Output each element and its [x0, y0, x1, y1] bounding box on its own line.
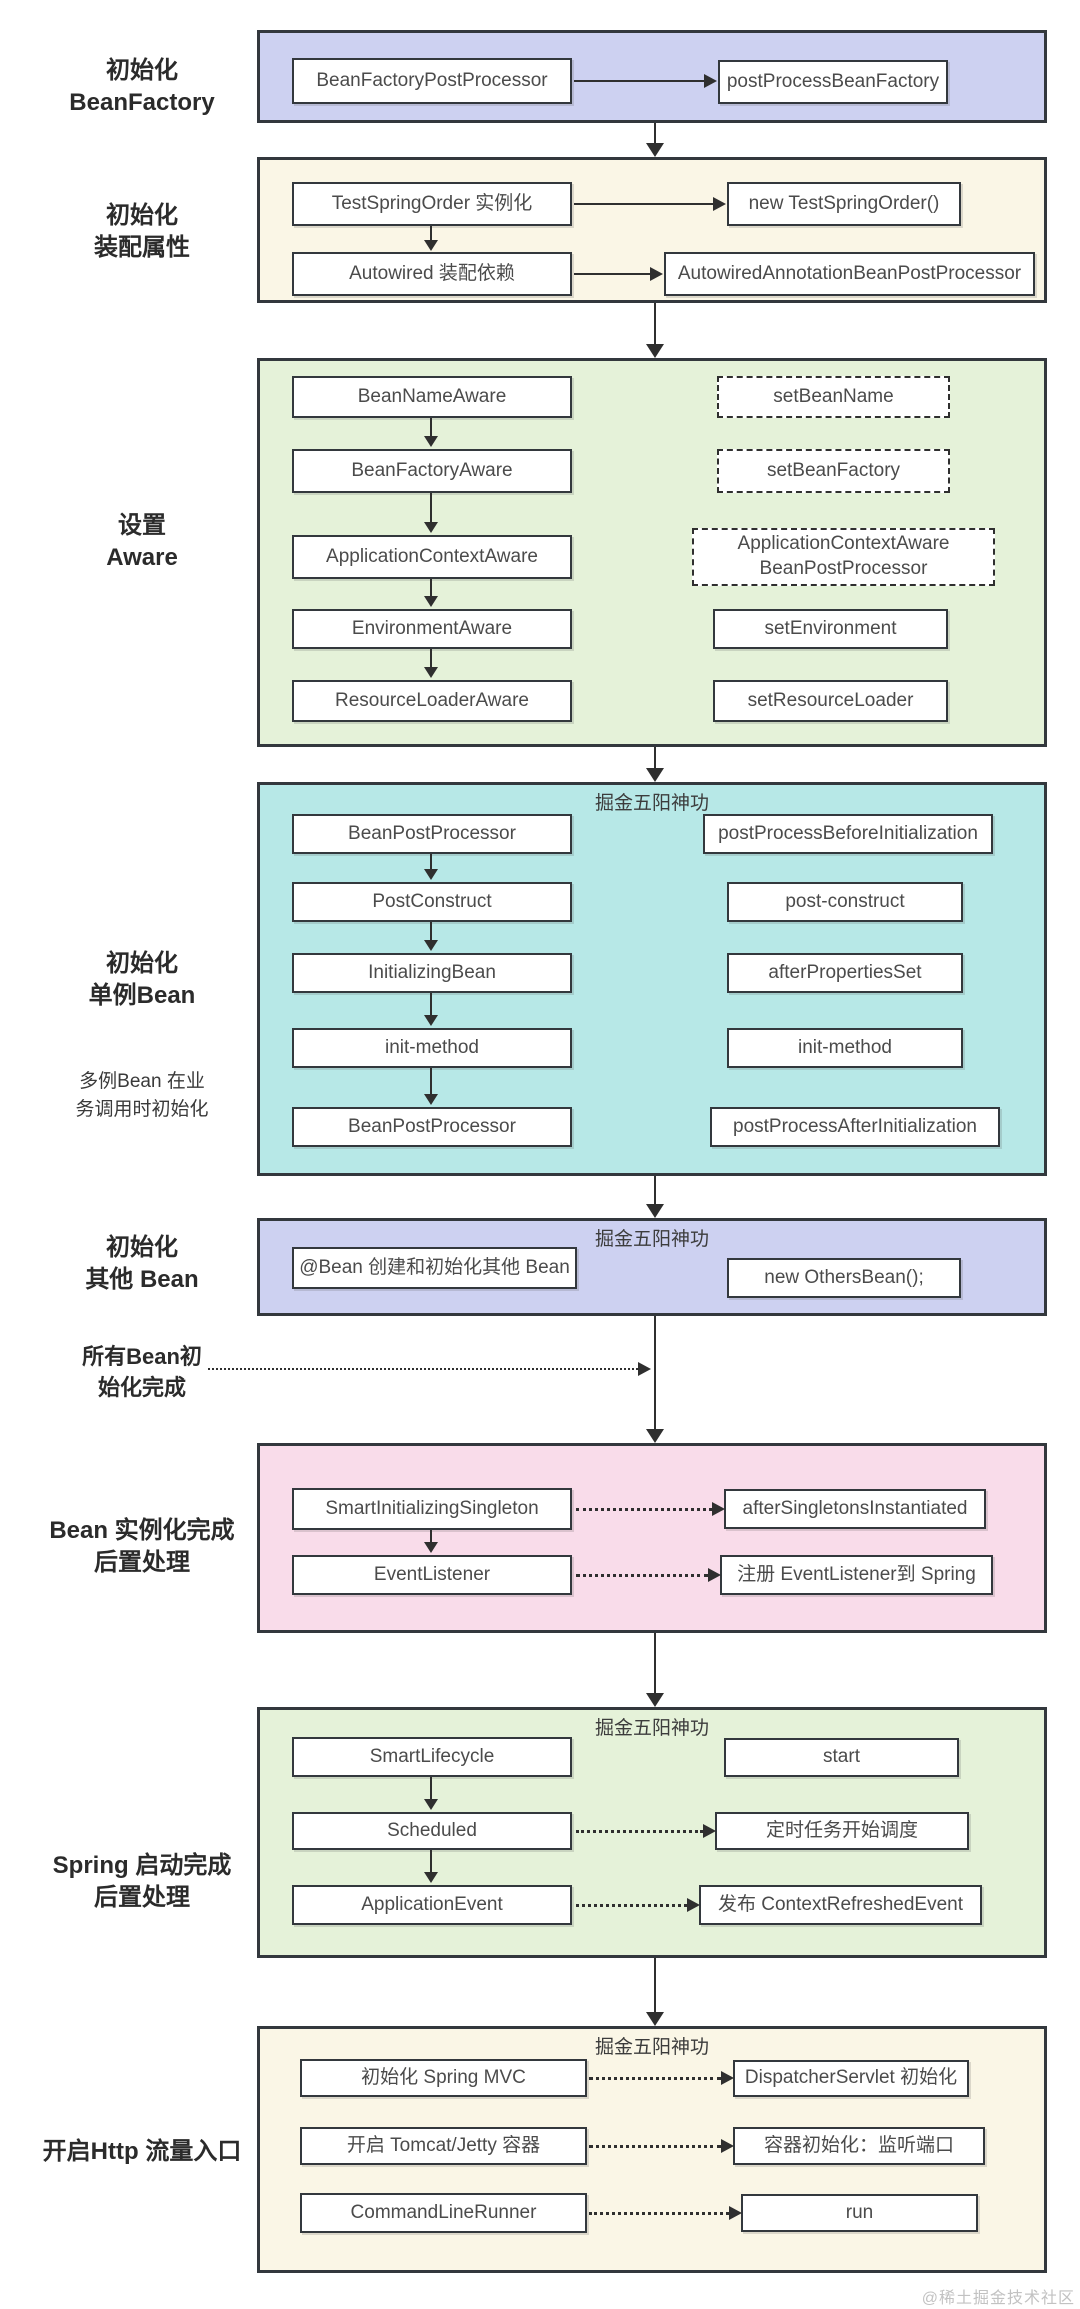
flow-node: BeanPostProcessor	[292, 1107, 572, 1147]
down-arrow	[424, 226, 438, 251]
flow-node: BeanFactoryPostProcessor	[292, 58, 572, 104]
flow-node: setBeanFactory	[717, 449, 950, 493]
right-arrow	[574, 197, 726, 211]
flow-node: postProcessBeanFactory	[718, 60, 948, 104]
section-post-instantiation	[257, 1443, 1047, 1633]
down-arrow	[646, 747, 664, 782]
flow-node: 容器初始化：监听端口	[733, 2127, 985, 2165]
right-arrow	[574, 74, 717, 88]
flow-node: start	[724, 1738, 959, 1777]
down-arrow	[646, 1176, 664, 1218]
flow-node: AutowiredAnnotationBeanPostProcessor	[664, 252, 1035, 296]
down-arrow	[424, 1068, 438, 1105]
flow-node: Autowired 装配依赖	[292, 252, 572, 296]
flow-node: SmartInitializingSingleton	[292, 1488, 572, 1530]
section-badge-title: 掘金五阳神功	[594, 1718, 709, 1739]
down-arrow	[646, 1633, 664, 1707]
flow-node: post-construct	[727, 882, 963, 922]
right-arrow-dotted	[589, 2071, 734, 2085]
section-badge-title: 掘金五阳神功	[594, 1229, 709, 1250]
flow-node: 初始化 Spring MVC	[300, 2059, 587, 2097]
flow-node: afterPropertiesSet	[727, 953, 963, 993]
right-arrow-dotted	[576, 1824, 716, 1838]
flow-node: BeanPostProcessor	[292, 814, 572, 854]
right-arrow-dotted	[576, 1568, 721, 1582]
flow-node: Scheduled	[292, 1812, 572, 1850]
right-arrow	[574, 267, 663, 281]
flow-node: TestSpringOrder 实例化	[292, 182, 572, 226]
flow-node: EnvironmentAware	[292, 609, 572, 649]
side-label-wire-properties: 初始化 装配属性	[94, 202, 190, 261]
flow-node: init-method	[292, 1028, 572, 1068]
down-arrow	[424, 1777, 438, 1810]
flow-node: DispatcherServlet 初始化	[733, 2060, 969, 2097]
down-arrow	[424, 579, 438, 607]
down-arrow	[646, 1958, 664, 2026]
flow-node: BeanNameAware	[292, 376, 572, 418]
down-arrow	[424, 993, 438, 1026]
section-badge-title: 掘金五阳神功	[594, 2037, 709, 2058]
flow-node: setResourceLoader	[713, 680, 948, 722]
flow-node: run	[741, 2194, 978, 2232]
flow-node: ApplicationContextAware	[292, 535, 572, 579]
section-badge-title: 掘金五阳神功	[594, 793, 709, 814]
flow-node: @Bean 创建和初始化其他 Bean	[292, 1247, 577, 1289]
flow-node: postProcessAfterInitialization	[710, 1107, 1000, 1147]
flow-node: PostConstruct	[292, 882, 572, 922]
right-arrow-dotted	[589, 2206, 742, 2220]
flow-node: InitializingBean	[292, 953, 572, 993]
down-arrow	[424, 1850, 438, 1883]
down-arrow	[646, 1316, 664, 1443]
down-arrow	[424, 418, 438, 447]
flow-node: setEnvironment	[713, 609, 948, 649]
flow-node: CommandLineRunner	[300, 2193, 587, 2233]
right-arrow-dotted	[576, 1898, 700, 1912]
down-arrow	[424, 1530, 438, 1553]
flow-node: postProcessBeforeInitialization	[703, 814, 993, 854]
flow-node: 开启 Tomcat/Jetty 容器	[300, 2127, 587, 2165]
side-label-init-other-beans: 初始化 其他 Bean	[85, 1234, 199, 1293]
flow-node: SmartLifecycle	[292, 1737, 572, 1777]
side-note-prototype-bean: 多例Bean 在业 务调用时初始化	[75, 1071, 209, 1120]
side-label-set-aware: 设置 Aware	[106, 512, 178, 571]
flow-node: EventListener	[292, 1555, 572, 1595]
down-arrow	[424, 922, 438, 951]
side-label-http-entry: 开启Http 流量入口	[42, 2138, 242, 2165]
flow-node: 发布 ContextRefreshedEvent	[699, 1885, 982, 1925]
flow-node: 注册 EventListener到 Spring	[720, 1555, 993, 1595]
flow-node: ApplicationEvent	[292, 1885, 572, 1925]
right-arrow-dotted	[589, 2139, 734, 2153]
watermark: @稀土掘金技术社区	[921, 2290, 1075, 2307]
flow-node: new TestSpringOrder()	[727, 182, 961, 226]
right-arrow-dotted	[576, 1502, 725, 1516]
down-arrow	[646, 123, 664, 157]
side-label-init-singleton-bean: 初始化 单例Bean	[88, 950, 196, 1009]
flow-node: 定时任务开始调度	[715, 1812, 969, 1850]
side-label-post-startup: Spring 启动完成 后置处理	[52, 1852, 232, 1911]
down-arrow	[424, 649, 438, 678]
flow-node: setBeanName	[717, 376, 950, 418]
flow-node: ApplicationContextAware BeanPostProcesso…	[692, 528, 995, 586]
flow-node: afterSingletonsInstantiated	[724, 1489, 986, 1529]
flow-node: BeanFactoryAware	[292, 449, 572, 493]
side-label-init-beanfactory: 初始化 BeanFactory	[69, 57, 215, 116]
down-arrow	[424, 493, 438, 533]
flow-node: init-method	[727, 1028, 963, 1068]
flow-node: ResourceLoaderAware	[292, 680, 572, 722]
annotation-all-beans-initialized: 所有Bean初 始化完成	[82, 1344, 202, 1400]
side-label-post-instantiation: Bean 实例化完成 后置处理	[49, 1517, 235, 1576]
down-arrow	[646, 303, 664, 358]
right-arrow-dotted	[208, 1362, 651, 1376]
flow-node: new OthersBean();	[727, 1258, 961, 1298]
down-arrow	[424, 854, 438, 880]
